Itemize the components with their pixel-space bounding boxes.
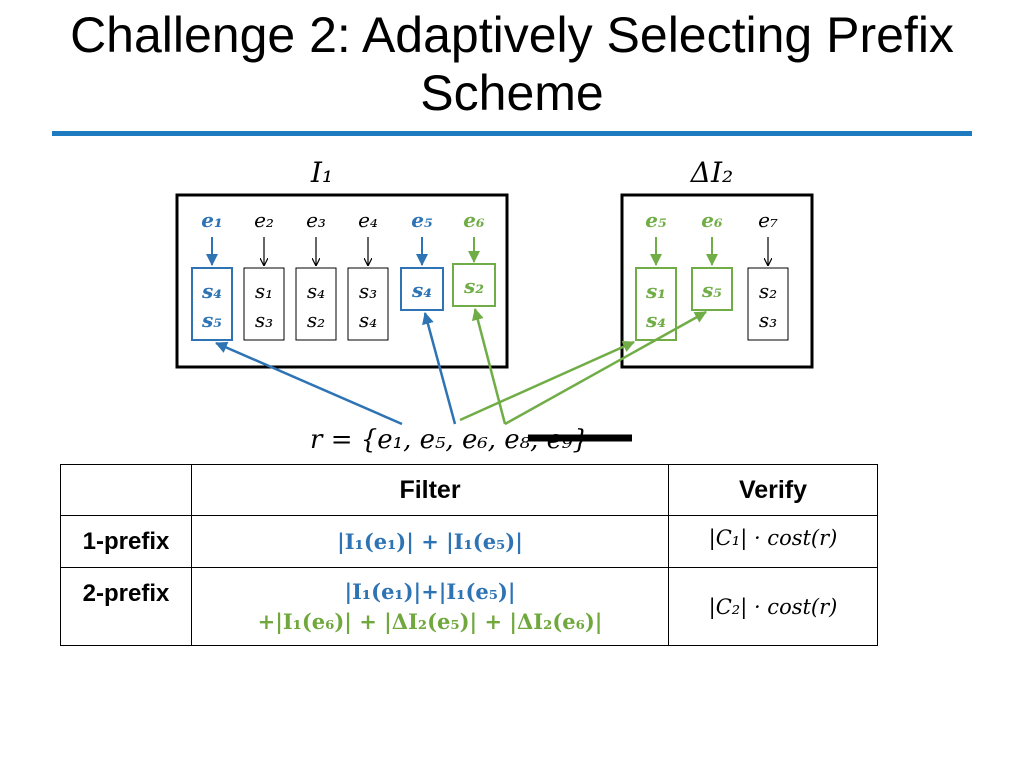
list-entry: s₄ <box>307 279 325 303</box>
right-list-2 <box>691 267 733 311</box>
left-list-4 <box>347 267 389 341</box>
left-element-1: e₁ <box>201 208 222 232</box>
green-arrow-e5-right <box>459 340 635 422</box>
left-list-2 <box>243 267 285 341</box>
list-entry: s₄ <box>645 308 666 332</box>
left-element-6: e₆ <box>463 208 485 232</box>
right-element-3: e₇ <box>758 208 778 232</box>
right-index-box <box>620 193 814 369</box>
left-list-5 <box>400 267 444 311</box>
left-element-3: e₃ <box>306 208 326 232</box>
list-entry: s₃ <box>255 308 273 332</box>
list-entry: s₂ <box>463 274 484 298</box>
blue-arrow-e1 <box>215 341 403 426</box>
list-entry: s₁ <box>255 279 273 303</box>
table-row: 2-prefix |I₁(e₁)|+|I₁(e₅)| +|I₁(e₆)| + |… <box>60 567 878 646</box>
table-row: 1-prefix |I₁(e₁)| + |I₁(e₅)| |C₁| · cost… <box>60 515 878 568</box>
left-element-2: e₂ <box>254 208 274 232</box>
list-entry: s₂ <box>759 279 777 303</box>
left-list-6 <box>452 263 496 307</box>
green-arrow-e6-left <box>471 308 507 425</box>
left-index-box <box>175 193 509 369</box>
filter-cost-line: |I₁(e₁)| + |I₁(e₅)| <box>337 529 523 554</box>
row-label-2-prefix: 2-prefix <box>60 567 192 646</box>
left-box-label: I₁ <box>310 156 333 189</box>
filter-cost-1-prefix: |I₁(e₁)| + |I₁(e₅)| <box>191 515 669 568</box>
left-element-4: e₄ <box>358 208 378 232</box>
title-divider <box>52 131 972 136</box>
list-entry: s₁ <box>645 279 666 303</box>
verify-cost-2-prefix: |C₂| · cost(r) <box>668 567 878 646</box>
right-element-1: e₅ <box>645 208 667 232</box>
right-list-3 <box>747 267 789 341</box>
list-entry: s₃ <box>359 279 377 303</box>
table-header-row: Filter Verify <box>60 464 878 516</box>
left-element-5: e₅ <box>411 208 433 232</box>
table-header-filter: Filter <box>191 464 669 516</box>
list-entry: s₄ <box>359 308 377 332</box>
right-element-2: e₆ <box>701 208 723 232</box>
cost-comparison-table: Filter Verify 1-prefix |I₁(e₁)| + |I₁(e₅… <box>60 464 878 646</box>
list-entry: s₄ <box>201 279 222 303</box>
filter-cost-line: |I₁(e₁)|+|I₁(e₅)| <box>344 578 516 604</box>
list-entry: s₃ <box>759 308 777 332</box>
verify-cost-1-prefix: |C₁| · cost(r) <box>668 515 878 568</box>
blue-arrow-e5 <box>422 312 457 425</box>
left-list-1 <box>191 267 233 341</box>
list-entry: s₂ <box>307 308 325 332</box>
right-box-label: ΔI₂ <box>690 156 734 189</box>
slide-title: Challenge 2: Adaptively Selecting Prefix… <box>70 7 954 121</box>
filter-cost-2-prefix: |I₁(e₁)|+|I₁(e₅)| +|I₁(e₆)| + |ΔI₂(e₅)| … <box>191 567 669 646</box>
table-header-corner <box>60 464 192 516</box>
filter-cost-line: +|I₁(e₆)| + |ΔI₂(e₅)| + |ΔI₂(e₆)| <box>257 608 603 634</box>
row-label-1-prefix: 1-prefix <box>60 515 192 568</box>
table-header-verify: Verify <box>668 464 878 516</box>
list-entry: s₅ <box>201 308 222 332</box>
green-arrow-e6-right <box>504 310 707 426</box>
left-list-3 <box>295 267 337 341</box>
list-entry: s₅ <box>701 278 722 302</box>
list-entry: s₄ <box>411 278 432 302</box>
